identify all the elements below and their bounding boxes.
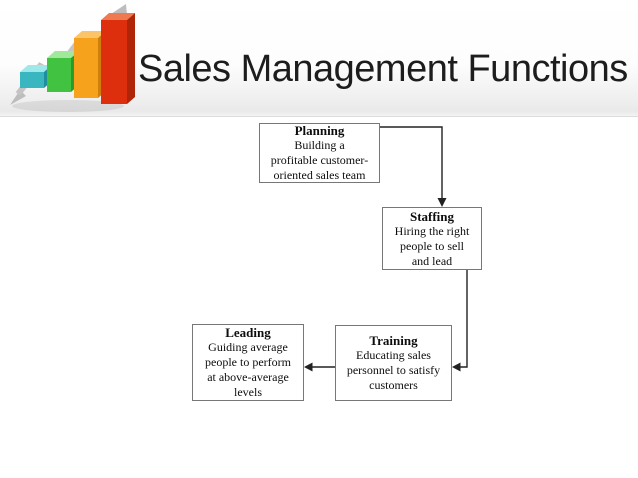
slide-title: Sales Management Functions (138, 48, 628, 90)
box-heading: Planning (294, 123, 345, 138)
box-body: Building a profitable customer- oriented… (270, 138, 369, 182)
box-body: Hiring the right people to sell and lead (394, 223, 470, 268)
planning-box: Planning Building a profitable customer-… (259, 123, 380, 183)
box-heading: Staffing (409, 208, 455, 224)
slide-header: Sales Management Functions (0, 0, 638, 117)
box-body: Educating sales personnel to satisfy cus… (346, 348, 441, 392)
box-body: Guiding average people to perform at abo… (205, 340, 291, 399)
box-heading: Leading (225, 325, 271, 340)
training-box: Training Educating sales personnel to sa… (335, 325, 452, 401)
leading-box: Leading Guiding average people to perfor… (192, 324, 304, 401)
box-heading: Training (369, 333, 418, 348)
bar-chart-logo-icon (10, 4, 135, 112)
staffing-box: Staffing Hiring the right people to sell… (382, 207, 482, 270)
